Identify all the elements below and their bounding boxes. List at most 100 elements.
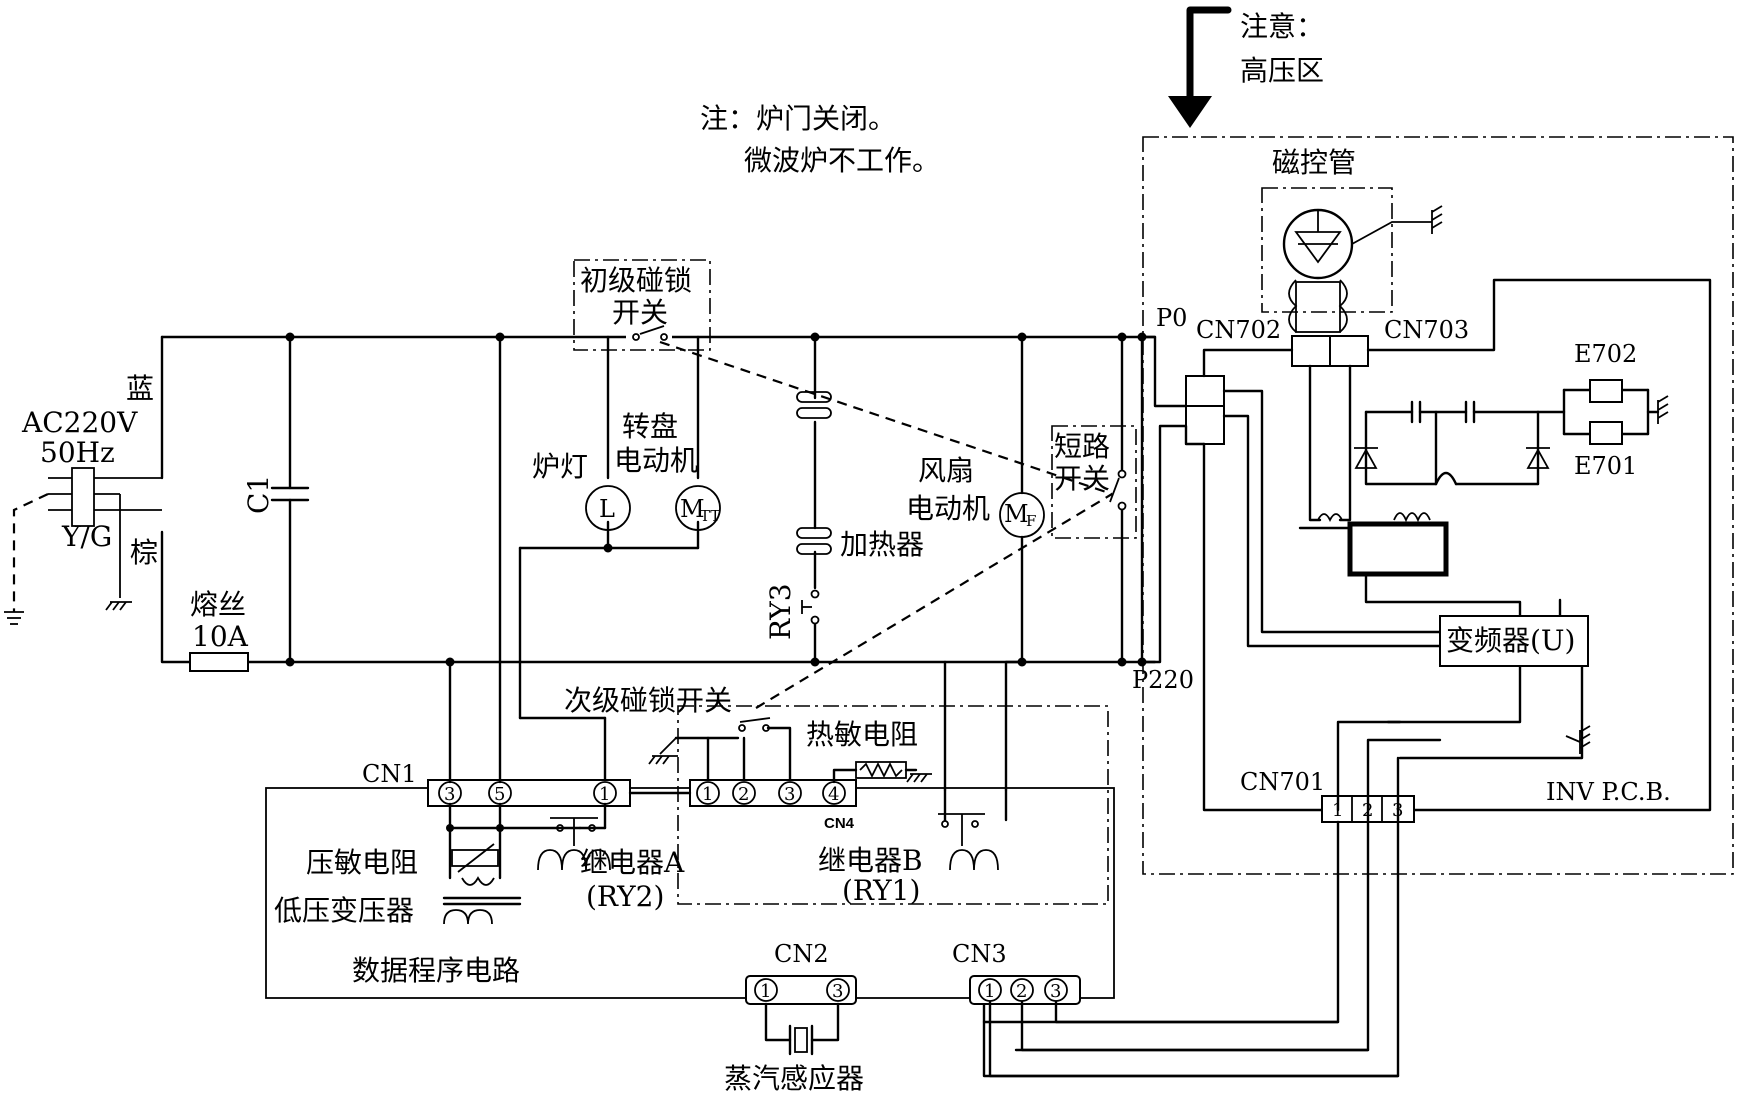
turntable-motor-label-line2: 电动机 [614, 444, 698, 477]
turntable-motor-icon [675, 485, 721, 531]
short-switch-label-line1: 短路 [1054, 430, 1110, 463]
magnetron-label: 磁控管 [1272, 146, 1356, 179]
relay-b-wires [943, 660, 1008, 822]
lv-transformer-label: 低压变压器 [274, 894, 414, 927]
e701-block [1589, 421, 1623, 445]
e702-label: E702 [1574, 340, 1637, 368]
cn703-label: CN703 [1384, 316, 1469, 344]
varistor-icon [451, 843, 499, 873]
p220-connector-block [1185, 405, 1225, 445]
ground-icon [4, 611, 24, 625]
source-label-line2: 50Hz [40, 436, 115, 469]
thermistor-label: 热敏电阻 [806, 718, 918, 751]
fan-motor-icon [999, 492, 1045, 538]
lamp-label: 炉灯 [532, 450, 588, 483]
relay-b-label-line2: (RY1) [842, 874, 920, 907]
fan-motor-label-line1: 风扇 [918, 454, 974, 487]
cn702-label: CN702 [1196, 316, 1281, 344]
cn4-label: CN4 [824, 815, 855, 832]
fan-motor-subscript: F [1026, 512, 1036, 530]
lv-transformer-icon [442, 876, 522, 925]
cn1-pin-3: 3 [444, 784, 455, 805]
heater-icon [796, 391, 832, 555]
ground-icon [906, 773, 932, 783]
cn2-pin-3: 3 [832, 981, 843, 1002]
relay-a-label-line1: 继电器A [580, 846, 685, 879]
cn4-pin-4: 4 [828, 784, 839, 805]
ground-icon [1431, 205, 1443, 234]
interlock-linkage [755, 493, 1113, 709]
door-note-line1: 注：炉门关闭。 [700, 102, 896, 135]
cn3-pin-3: 3 [1050, 981, 1061, 1002]
cn3-pin-2: 2 [1016, 981, 1027, 1002]
cn4-pin-3: 3 [784, 784, 795, 805]
inverter-block [1439, 615, 1589, 667]
cn3-pin-1: 1 [984, 981, 995, 1002]
p220-label: P220 [1132, 666, 1194, 694]
p0-label: P0 [1156, 304, 1187, 332]
cn1-wires [446, 335, 607, 880]
cn1-pin-1: 1 [599, 784, 610, 805]
diode-icon [1354, 447, 1550, 469]
fuse-label-line1: 熔丝 [190, 588, 246, 621]
primary-interlock-box [573, 259, 711, 351]
cn701-label: CN701 [1240, 768, 1325, 796]
cn1-label: CN1 [362, 760, 417, 788]
p0-p220-wires [1140, 335, 1192, 664]
high-voltage-region [1142, 136, 1734, 875]
inv-pcb-label: INV P.C.B. [1546, 778, 1671, 806]
fan-motor-symbol: M [1004, 500, 1029, 528]
ry3-label: RY3 [764, 583, 797, 640]
fan-wires [1004, 335, 1024, 792]
source-label-line1: AC220V [21, 406, 138, 439]
wire-label-blue: 蓝 [126, 372, 154, 405]
steam-sensor-icon [764, 1002, 840, 1056]
bus-junctions [285, 332, 1147, 667]
turntable-motor-subscript: TT [700, 507, 720, 525]
relay-a-label-line2: (RY2) [586, 880, 664, 913]
magnetron-box [1261, 187, 1393, 313]
primary-interlock-label-line2: 开关 [612, 296, 668, 329]
interlock-linkage [659, 340, 1113, 496]
e702-block [1589, 379, 1623, 403]
lamp-turntable-wires [518, 335, 700, 790]
fan-motor-label-line2: 电动机 [906, 492, 990, 525]
inverter-label: 变频器(U) [1446, 624, 1575, 657]
cn1-pin-5: 5 [494, 784, 505, 805]
primary-interlock-label-line1: 初级碰锁 [580, 264, 692, 297]
program-circuit-label: 数据程序电路 [352, 954, 520, 987]
hv-wires [1184, 278, 1712, 812]
high-voltage-note-line2: 高压区 [1240, 54, 1324, 87]
cn702-block [1291, 335, 1331, 367]
relay-a-icon [537, 817, 611, 871]
ry3-switch-icon [801, 589, 820, 625]
e701-label: E701 [1574, 452, 1637, 480]
ground-icon [1657, 395, 1669, 424]
cn4-pin-2: 2 [738, 784, 749, 805]
short-switch-wires [1109, 335, 1127, 664]
cn2-pin-1: 1 [760, 981, 771, 1002]
turntable-motor-label-line1: 转盘 [622, 410, 678, 443]
fuse-icon [189, 652, 249, 672]
hv-transformer-icon [1298, 512, 1449, 577]
door-note-line2: 微波炉不工作。 [744, 144, 940, 177]
relay-b-icon [938, 813, 999, 871]
cn2-label: CN2 [774, 940, 829, 968]
turntable-motor-symbol: M [680, 495, 705, 523]
p0-connector-block [1185, 375, 1225, 407]
short-switch-box [1051, 425, 1137, 539]
wire-label-brown: 棕 [130, 536, 158, 569]
ac-plug-icon [12, 467, 162, 612]
varistor-label: 压敏电阻 [306, 846, 418, 879]
short-switch-label-line2: 开关 [1054, 462, 1110, 495]
secondary-interlock-label: 次级碰锁开关 [564, 684, 732, 717]
high-voltage-note-line1: 注意： [1240, 10, 1324, 43]
thermistor-icon [832, 761, 918, 784]
ground-icon [105, 601, 132, 611]
cn3-label: CN3 [952, 940, 1007, 968]
relay-b-region [677, 705, 1109, 905]
fuse-label-line2: 10A [192, 620, 249, 653]
cn703-block [1329, 335, 1369, 367]
ground-icon [1565, 725, 1591, 754]
